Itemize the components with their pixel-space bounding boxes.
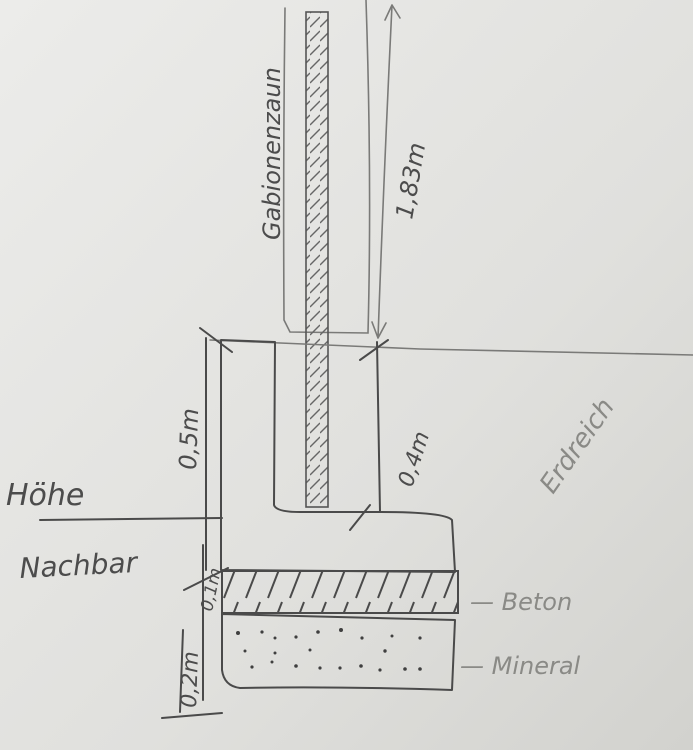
dimension-line-layers <box>161 544 229 719</box>
mineral-layer <box>221 613 456 691</box>
neighbor-label-line1: Höhe <box>6 478 84 513</box>
mineral-thickness-label: 0,2m <box>177 651 204 708</box>
concrete-layer <box>221 570 459 614</box>
ground-line <box>209 339 693 356</box>
neighbor-label-line2: Nachbar <box>19 546 140 585</box>
l-shaped-foundation <box>220 339 456 573</box>
fence-label: Gabionenzaun <box>258 67 286 240</box>
mineral-dots <box>236 628 422 672</box>
mineral-label: — Mineral <box>460 652 581 680</box>
concrete-label: — Beton <box>470 588 572 616</box>
neighbor-level-line <box>39 517 223 521</box>
tick-mark <box>349 504 371 531</box>
foundation-height-label: 0,5m <box>174 408 204 470</box>
fence-post <box>305 11 329 508</box>
tick-mark <box>199 327 389 361</box>
fence-height-dimension <box>371 4 401 339</box>
gabion-fence-outline <box>282 0 371 334</box>
